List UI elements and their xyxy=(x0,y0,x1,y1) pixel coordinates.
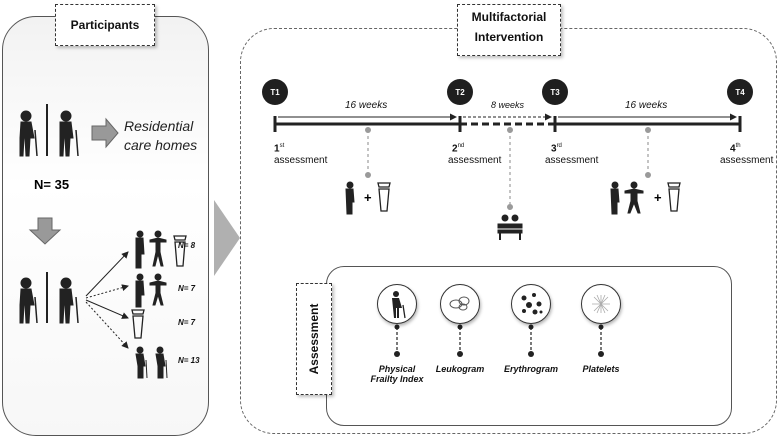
assessment-item-line: Leukogram xyxy=(435,364,485,374)
assessment-timepoint-label: 1st assessment xyxy=(274,143,328,167)
group-count: N= 8 xyxy=(178,241,196,250)
group-icons xyxy=(131,230,187,379)
assessment-timepoint-label: 4th assessment xyxy=(720,143,774,167)
intervention-title: Multifactorial Intervention xyxy=(457,4,561,56)
connector-dot xyxy=(365,172,371,178)
arrow-down-icon xyxy=(28,217,62,245)
leukogram-circle xyxy=(440,284,480,324)
assessment-connectors xyxy=(396,327,602,352)
platelet-icon xyxy=(592,294,610,314)
erythrogram-circle xyxy=(511,284,551,324)
elderly-couple-icon xyxy=(19,272,79,324)
elderly-couple-icon xyxy=(19,104,79,157)
branch-arrows xyxy=(85,251,129,349)
erythrocyte-icon xyxy=(521,293,543,315)
frailty-icon xyxy=(392,291,406,319)
assessment-item-line: Frailty Index xyxy=(370,374,424,384)
assessment-item-label: Leukogram xyxy=(420,364,500,374)
connector-dot xyxy=(507,204,513,210)
assessment-item-line: Erythrogram xyxy=(503,364,558,374)
timeline-connectors xyxy=(367,130,649,205)
duration-label: 8 weeks xyxy=(491,100,525,110)
assessment-item-label: Erythrogram xyxy=(491,364,571,374)
plus-sign: + xyxy=(654,190,662,205)
participants-panel xyxy=(2,16,209,436)
group-count: N= 13 xyxy=(178,356,200,365)
duration-label: 16 weeks xyxy=(345,100,388,111)
assessment-timepoint-label: 3rd assessment xyxy=(545,143,599,167)
timeline xyxy=(273,113,742,132)
arrow-right-icon xyxy=(91,117,119,149)
leukocyte-icon xyxy=(449,296,470,311)
timepoint-node: T3 xyxy=(542,79,568,105)
participants-title: Participants xyxy=(55,4,155,46)
connector-dot xyxy=(365,127,371,133)
total-participants: N= 35 xyxy=(34,177,70,192)
assessment-item-line: Platelets xyxy=(582,364,620,374)
duration-label: 16 weeks xyxy=(625,100,668,111)
assessment-timepoint-label: 2nd assessment xyxy=(448,143,502,167)
frailty-circle xyxy=(377,284,417,324)
flow-triangle-icon xyxy=(214,200,240,276)
residential-care-label: Residential care homes xyxy=(124,118,198,153)
assessment-item-line: Physical xyxy=(378,364,416,374)
plus-sign: + xyxy=(364,190,372,205)
assessment-item-label: Physical Frailty Index xyxy=(357,364,437,384)
assessment-dots xyxy=(394,324,604,357)
connector-dot xyxy=(645,127,651,133)
connector-dot xyxy=(645,172,651,178)
timepoint-node: T4 xyxy=(727,79,753,105)
group-count: N= 7 xyxy=(178,284,196,293)
timepoint-node: T1 xyxy=(262,79,288,105)
intervention-title-line1: Multifactorial xyxy=(471,10,547,24)
intervention-title-line2: Intervention xyxy=(474,30,544,44)
connector-dot xyxy=(507,127,513,133)
assessment-title: Assessment xyxy=(296,283,332,395)
group-count: N= 7 xyxy=(178,318,196,327)
intervention-icons xyxy=(345,181,681,240)
timepoint-node: T2 xyxy=(447,79,473,105)
assessment-item-label: Platelets xyxy=(561,364,641,374)
platelets-circle xyxy=(581,284,621,324)
